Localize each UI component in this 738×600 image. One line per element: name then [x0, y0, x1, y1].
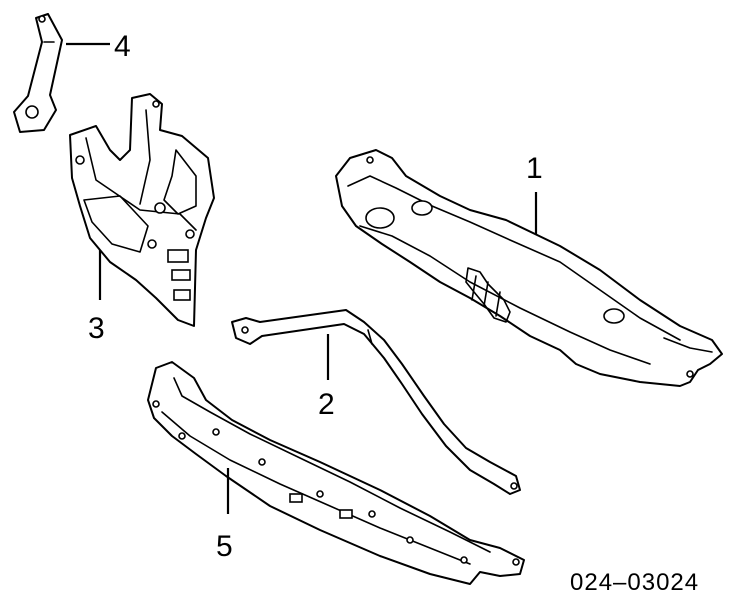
- part-3-panel: [69, 93, 215, 327]
- part-1-crossmember: [335, 149, 723, 387]
- document-number: 024–03024: [570, 569, 699, 596]
- callout-2: 2: [318, 388, 335, 421]
- callout-1: 1: [526, 152, 543, 185]
- part-2-strut: [231, 309, 521, 495]
- part-4-bracket: [13, 13, 63, 133]
- part-5-rail: [147, 361, 525, 585]
- callout-4: 4: [114, 30, 131, 63]
- callout-3: 3: [88, 312, 105, 345]
- callout-5: 5: [216, 530, 233, 563]
